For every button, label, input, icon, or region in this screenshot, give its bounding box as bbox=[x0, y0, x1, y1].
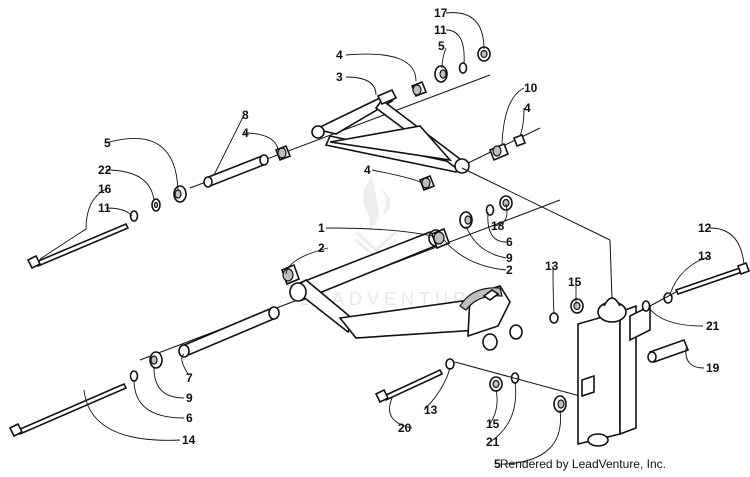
washer-13-lower bbox=[445, 358, 455, 370]
callout-labels: 17 11 5 4 3 10 4 8 4 5 22 16 11 4 1 2 18… bbox=[98, 6, 720, 471]
lower-long-bolt bbox=[8, 382, 128, 438]
callout-4: 4 bbox=[336, 48, 343, 62]
washer-22 bbox=[151, 198, 161, 212]
bushing-left bbox=[274, 144, 292, 162]
callout-21: 21 bbox=[486, 435, 500, 449]
callout-13: 13 bbox=[424, 403, 438, 417]
callout-2: 2 bbox=[318, 241, 325, 255]
callout-5: 5 bbox=[438, 39, 445, 53]
callout-1: 1 bbox=[318, 221, 325, 235]
pin-19 bbox=[647, 338, 690, 364]
washer-11-left bbox=[129, 210, 139, 222]
callout-6: 6 bbox=[506, 235, 513, 249]
callout-8: 8 bbox=[242, 108, 249, 122]
callout-2: 2 bbox=[506, 263, 513, 277]
callout-15: 15 bbox=[568, 275, 582, 289]
callout-20: 20 bbox=[398, 421, 412, 435]
footer-credit: Rendered by LeadVenture, Inc. bbox=[499, 457, 666, 471]
washer-6-left bbox=[129, 370, 139, 382]
lower-shaft bbox=[178, 306, 280, 358]
cap-left-lower bbox=[149, 351, 163, 369]
lower-bushing-left bbox=[280, 263, 301, 286]
callout-5: 5 bbox=[104, 136, 111, 150]
callout-13: 13 bbox=[698, 249, 712, 263]
callout-12: 12 bbox=[698, 221, 712, 235]
callout-10: 10 bbox=[524, 81, 538, 95]
callout-4: 4 bbox=[524, 101, 531, 115]
washer-top bbox=[458, 62, 468, 74]
callout-22: 22 bbox=[98, 163, 112, 177]
nut-15-lower bbox=[489, 376, 503, 392]
locknut-top bbox=[477, 46, 491, 62]
nut-15-upper bbox=[570, 298, 584, 314]
callout-18: 18 bbox=[491, 219, 505, 233]
callout-21: 21 bbox=[706, 319, 720, 333]
upper-shaft bbox=[203, 154, 269, 188]
bushing-right bbox=[488, 142, 510, 162]
bolt-12 bbox=[674, 261, 750, 295]
callout-7: 7 bbox=[186, 371, 193, 385]
upper-long-bolt bbox=[26, 222, 130, 270]
shock-absorber bbox=[577, 297, 651, 447]
bushing-top bbox=[410, 80, 428, 98]
washer-21-right bbox=[641, 300, 651, 312]
callout-11: 11 bbox=[434, 23, 447, 37]
callout-11: 11 bbox=[98, 201, 111, 215]
locknut-18 bbox=[499, 195, 513, 211]
callout-16: 16 bbox=[98, 182, 112, 196]
callout-14: 14 bbox=[182, 433, 196, 447]
shock-absorber-assembly bbox=[461, 167, 750, 447]
callout-4: 4 bbox=[364, 163, 371, 177]
lower-bushing-right bbox=[430, 227, 451, 250]
upper-a-arm bbox=[311, 88, 470, 174]
callout-13: 13 bbox=[545, 259, 559, 273]
callout-19: 19 bbox=[706, 361, 720, 375]
bushing-far-right bbox=[512, 133, 527, 148]
callout-15: 15 bbox=[486, 417, 500, 431]
cap-top bbox=[434, 65, 448, 83]
callout-9: 9 bbox=[186, 391, 193, 405]
bolt-20 bbox=[374, 368, 444, 404]
callout-4: 4 bbox=[242, 126, 249, 140]
leader-lines bbox=[39, 12, 745, 465]
callout-3: 3 bbox=[336, 70, 343, 84]
bushing-center bbox=[418, 174, 436, 192]
cap-5-lower bbox=[553, 395, 567, 413]
callout-5: 5 bbox=[494, 457, 501, 471]
upper-a-arm-assembly bbox=[26, 46, 541, 270]
callout-6: 6 bbox=[186, 411, 193, 425]
callout-9: 9 bbox=[506, 251, 513, 265]
callout-17: 17 bbox=[434, 6, 448, 20]
cap-left bbox=[173, 185, 187, 203]
cap-right-lower bbox=[459, 211, 473, 229]
washer-13-upper bbox=[549, 312, 559, 324]
